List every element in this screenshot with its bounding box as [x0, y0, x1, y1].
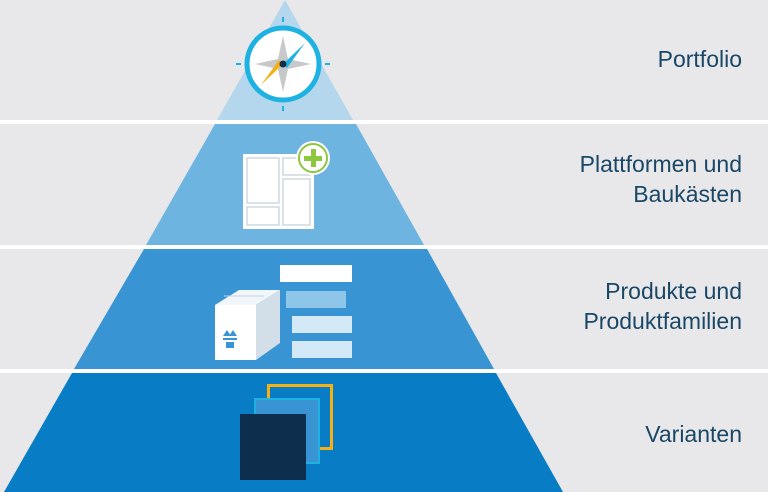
band-portfolio — [0, 0, 768, 120]
tier-produkte — [74, 249, 494, 369]
label-line: Plattformen und — [579, 151, 742, 177]
level-label-varianten: Varianten — [645, 419, 742, 449]
compass-icon — [236, 17, 330, 111]
level-label-produkte: Produkte und Produktfamilien — [583, 276, 742, 336]
level-label-portfolio: Portfolio — [658, 44, 742, 74]
variants-stack-icon — [240, 384, 333, 480]
platform-modules-icon — [243, 141, 330, 229]
label-line: Produktfamilien — [583, 308, 742, 334]
label-line: Baukästen — [633, 181, 742, 207]
products-boxes-icon — [215, 265, 352, 360]
label-line: Varianten — [645, 421, 742, 447]
level-label-plattformen: Plattformen und Baukästen — [580, 149, 742, 209]
label-line: Produkte und — [605, 278, 742, 304]
label-line: Portfolio — [657, 46, 742, 72]
